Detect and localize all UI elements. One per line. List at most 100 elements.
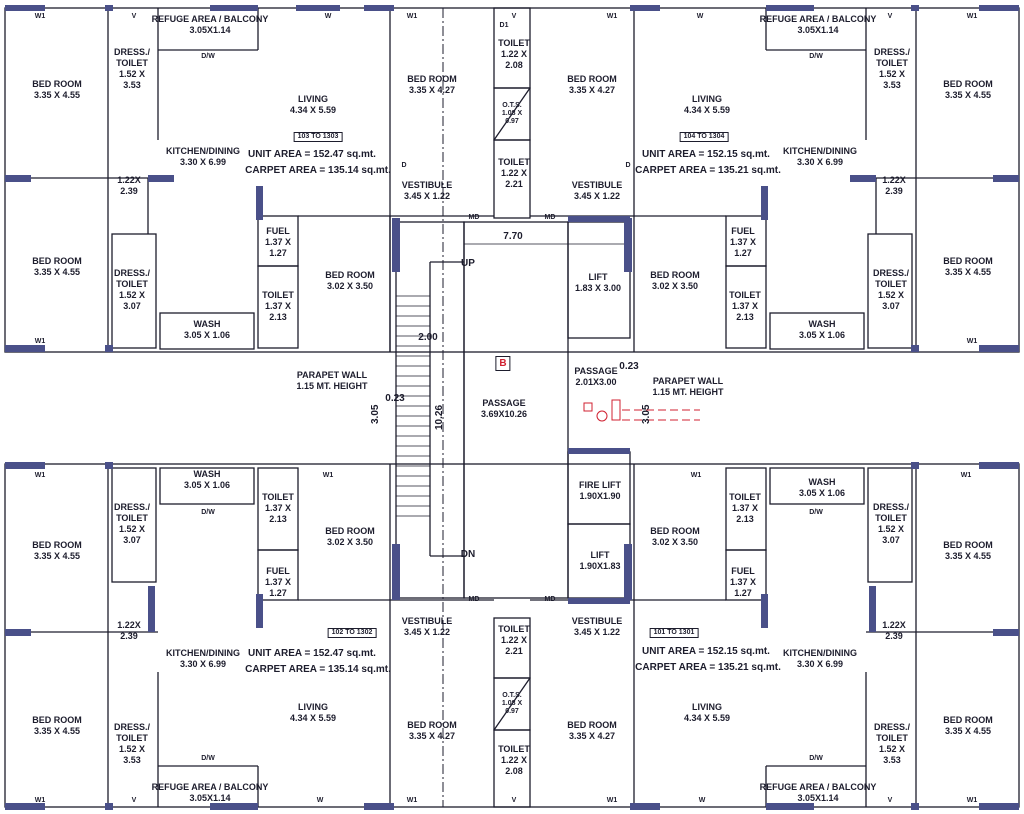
- dimension-label: 0.23: [385, 393, 405, 404]
- room-label: LIVING 4.34 X 5.59: [683, 94, 731, 115]
- room-label: 1.22X 2.39: [882, 175, 906, 196]
- room-label: KITCHEN/DINING 3.30 X 6.99: [783, 648, 857, 669]
- room-label: BED ROOM 3.35 X 4.27: [407, 720, 457, 741]
- window-mark: W1: [322, 472, 334, 479]
- window-mark: V: [511, 13, 517, 20]
- wing-letter: B: [495, 356, 511, 371]
- window-mark: W1: [690, 472, 702, 479]
- stair-up-label: UP: [461, 258, 475, 269]
- room-label: BED ROOM 3.35 X 4.27: [567, 720, 617, 741]
- room-label: VESTIBULE 3.45 X 1.22: [401, 180, 453, 201]
- window-mark: W1: [606, 797, 618, 804]
- unit-range: 104 TO 1304: [679, 132, 729, 142]
- unit-area: UNIT AREA = 152.15 sq.mt.: [642, 149, 770, 160]
- room-label: KITCHEN/DINING 3.30 X 6.99: [783, 146, 857, 167]
- dimension-label: 3.05: [370, 404, 381, 424]
- window-mark: W1: [34, 338, 46, 345]
- window-mark: W: [696, 13, 704, 20]
- room-label: WASH 3.05 X 1.06: [183, 319, 231, 340]
- room-label: DRESS./ TOILET 1.52 X 3.07: [872, 268, 910, 311]
- room-label: VESTIBULE 3.45 X 1.22: [401, 616, 453, 637]
- door-mark: MD: [544, 214, 556, 221]
- room-label: REFUGE AREA / BALCONY 3.05X1.14: [759, 782, 877, 803]
- door-mark: MD: [468, 214, 480, 221]
- room-label: REFUGE AREA / BALCONY 3.05X1.14: [151, 14, 269, 35]
- room-label: PARAPET WALL 1.15 MT. HEIGHT: [296, 370, 368, 391]
- room-label: BED ROOM 3.35 X 4.27: [567, 74, 617, 95]
- room-label: BED ROOM 3.02 X 3.50: [325, 270, 375, 291]
- room-label: BED ROOM 3.02 X 3.50: [650, 270, 700, 291]
- room-label: LIVING 4.34 X 5.59: [683, 702, 731, 723]
- room-label: REFUGE AREA / BALCONY 3.05X1.14: [151, 782, 269, 803]
- unit-range: 101 TO 1301: [649, 628, 699, 638]
- room-label: LIVING 4.34 X 5.59: [289, 94, 337, 115]
- room-label: VESTIBULE 3.45 X 1.22: [571, 180, 623, 201]
- room-label: FIRE LIFT 1.90X1.90: [579, 480, 621, 501]
- dimension-label: 2.00: [418, 332, 438, 343]
- room-label: TOILET 1.37 X 2.13: [262, 290, 294, 322]
- dimension-label: 10.26: [434, 404, 445, 430]
- room-label: BED ROOM 3.35 X 4.27: [407, 74, 457, 95]
- window-mark: W1: [406, 13, 418, 20]
- door-mark: D: [401, 162, 407, 169]
- room-label: DRESS./ TOILET 1.52 X 3.07: [872, 502, 910, 545]
- room-label: DRESS./ TOILET 1.52 X 3.53: [113, 47, 151, 90]
- room-label: BED ROOM 3.35 X 4.55: [943, 540, 993, 561]
- unit-range: 102 TO 1302: [327, 628, 377, 638]
- window-mark: W1: [34, 797, 46, 804]
- window-mark: W: [698, 797, 706, 804]
- room-label: FUEL 1.37 X 1.27: [729, 566, 757, 598]
- room-label: TOILET 1.37 X 2.13: [729, 492, 761, 524]
- window-mark: W1: [34, 472, 46, 479]
- dimension-label: 7.70: [503, 231, 523, 242]
- room-label: REFUGE AREA / BALCONY 3.05X1.14: [759, 14, 877, 35]
- fire-hose-symbol: [583, 399, 700, 422]
- room-label: O.T.S. 1.08 X 0.97: [501, 102, 523, 125]
- window-mark: V: [511, 797, 517, 804]
- carpet-area: CARPET AREA = 135.21 sq.mt.: [635, 165, 781, 176]
- door-mark: D1: [499, 22, 509, 29]
- unit-range: 103 TO 1303: [293, 132, 343, 142]
- room-label: TOILET 1.22 X 2.21: [498, 157, 530, 189]
- window-mark: V: [131, 13, 137, 20]
- window-mark: V: [887, 13, 893, 20]
- door-mark: MD: [468, 596, 480, 603]
- room-label: WASH 3.05 X 1.06: [798, 319, 846, 340]
- room-label: TOILET 1.22 X 2.21: [498, 624, 530, 656]
- passage-box: [463, 221, 569, 599]
- room-label: KITCHEN/DINING 3.30 X 6.99: [166, 648, 240, 669]
- room-label: BED ROOM 3.35 X 4.55: [32, 715, 82, 736]
- room-label: 1.22X 2.39: [117, 620, 141, 641]
- room-label: DRESS./ TOILET 1.52 X 3.53: [873, 47, 911, 90]
- room-label: 1.22X 2.39: [882, 620, 906, 641]
- room-label: 1.22X 2.39: [117, 175, 141, 196]
- room-label: LIFT 1.90X1.83: [579, 550, 621, 571]
- room-label: DRESS./ TOILET 1.52 X 3.53: [873, 722, 911, 765]
- room-label: FUEL 1.37 X 1.27: [264, 226, 292, 258]
- unit-area: UNIT AREA = 152.47 sq.mt.: [248, 648, 376, 659]
- room-label: TOILET 1.22 X 2.08: [498, 38, 530, 70]
- carpet-area: CARPET AREA = 135.14 sq.mt.: [245, 165, 391, 176]
- room-label: PASSAGE 3.69X10.26: [480, 398, 528, 419]
- carpet-area: CARPET AREA = 135.21 sq.mt.: [635, 662, 781, 673]
- room-label: FUEL 1.37 X 1.27: [264, 566, 292, 598]
- door-mark: MD: [544, 596, 556, 603]
- room-label: BED ROOM 3.35 X 4.55: [32, 540, 82, 561]
- door-mark: D/W: [809, 755, 823, 762]
- unit-area: UNIT AREA = 152.15 sq.mt.: [642, 646, 770, 657]
- room-label: DRESS./ TOILET 1.52 X 3.53: [113, 722, 151, 765]
- room-label: BED ROOM 3.35 X 4.55: [943, 715, 993, 736]
- carpet-area: CARPET AREA = 135.14 sq.mt.: [245, 664, 391, 675]
- room-label: WASH 3.05 X 1.06: [183, 469, 231, 490]
- room-label: BED ROOM 3.35 X 4.55: [32, 256, 82, 277]
- window-mark: W1: [966, 13, 978, 20]
- unit-area: UNIT AREA = 152.47 sq.mt.: [248, 149, 376, 160]
- stair-down-label: DN: [460, 549, 476, 560]
- room-label: BED ROOM 3.35 X 4.55: [943, 79, 993, 100]
- room-label: VESTIBULE 3.45 X 1.22: [571, 616, 623, 637]
- window-mark: W: [316, 797, 324, 804]
- room-label: WASH 3.05 X 1.06: [798, 477, 846, 498]
- door-mark: D/W: [201, 53, 215, 60]
- room-label: LIFT 1.83 X 3.00: [574, 272, 622, 293]
